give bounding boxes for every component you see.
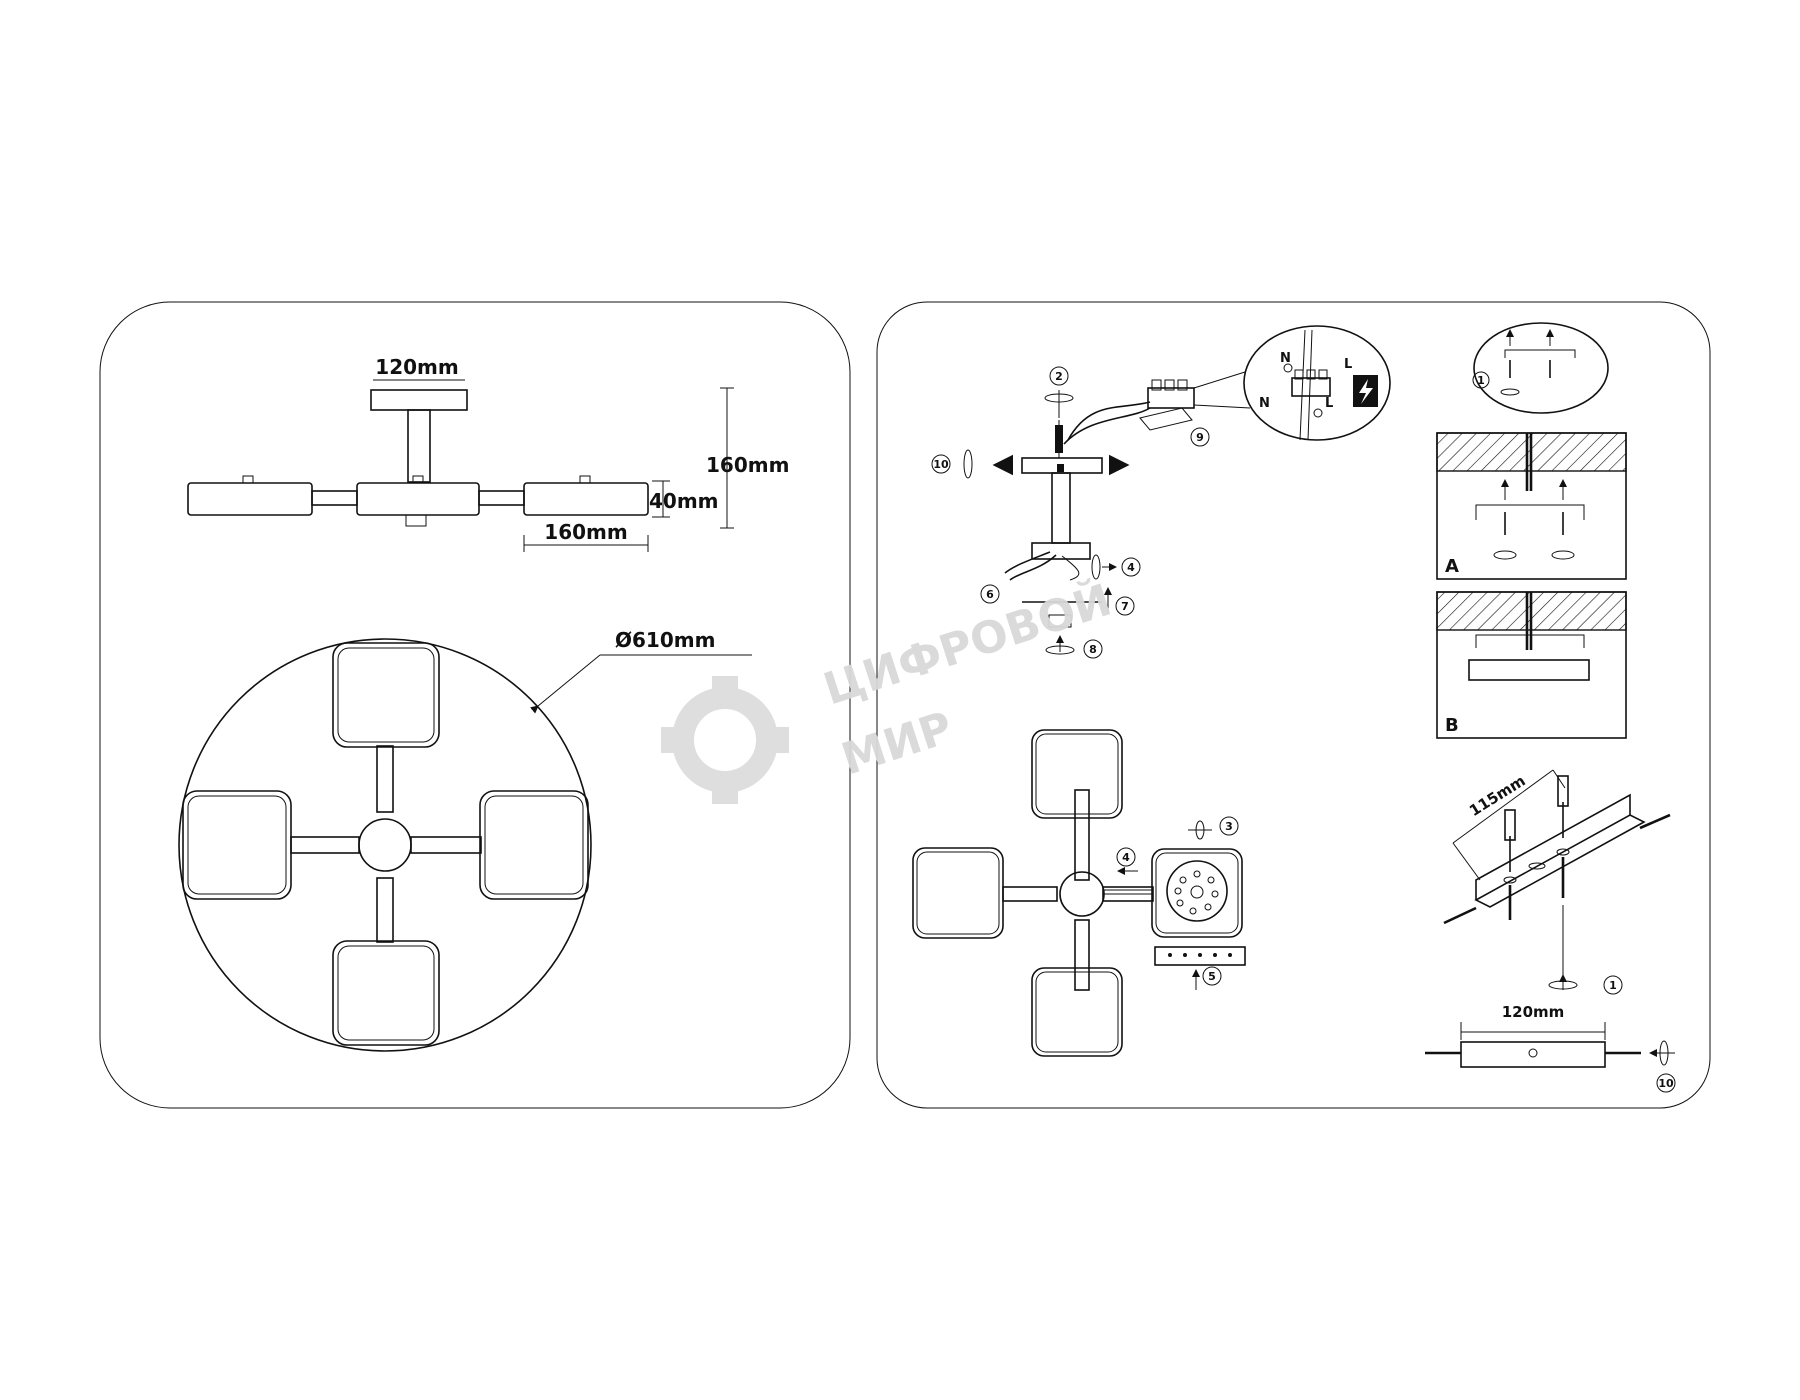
shade-top <box>1031 729 1123 819</box>
installation-panel: 2 9 10 <box>876 301 1711 1109</box>
arm-top <box>376 745 394 813</box>
svg-text:1: 1 <box>1609 979 1617 992</box>
ceiling-variant-b: B <box>1436 591 1627 739</box>
mounting-bracket: 1 115mm <box>1443 769 1671 995</box>
variant-a-label: A <box>1445 556 1459 577</box>
shade-right <box>479 790 589 900</box>
wiring-detail: N L N L <box>1193 325 1391 441</box>
ceiling-variant-a: A <box>1436 432 1627 580</box>
ground-icon <box>1283 363 1293 373</box>
arm-bottom <box>376 877 394 943</box>
side-view: 120mm 160mm 40mm 160mm <box>187 355 789 552</box>
shade-left-side <box>187 482 313 516</box>
svg-text:8: 8 <box>1089 643 1097 656</box>
step-3-badge <box>1219 816 1239 836</box>
watermark-line-2: МИР <box>836 702 959 785</box>
arm-right-side <box>478 490 525 506</box>
gear-icon <box>661 676 789 804</box>
dim-shade-height: 40mm <box>649 489 719 513</box>
spring-icon <box>1055 425 1063 453</box>
neutral-label-bottom: N <box>1259 396 1270 411</box>
led-module <box>1166 860 1228 922</box>
svg-text:2: 2 <box>1055 370 1063 383</box>
dim-plate-width: 120mm <box>1502 1003 1565 1021</box>
step-1-badge <box>1603 975 1623 995</box>
step-10-badge <box>931 454 951 474</box>
canopy-plate-detail: 120mm 10 <box>1425 1003 1676 1093</box>
svg-text:4: 4 <box>1122 851 1130 864</box>
svg-text:5: 5 <box>1208 970 1216 983</box>
watermark: ЦИФРОВОЙ МИР <box>661 573 1117 804</box>
diffuser <box>1154 946 1246 966</box>
shade-left <box>912 847 1004 939</box>
top-view: Ø610mm <box>178 628 752 1052</box>
live-label-top: L <box>1344 357 1352 372</box>
shade-right-side <box>523 482 649 516</box>
arm-right <box>410 836 482 854</box>
step-4-badge <box>1116 847 1136 867</box>
step-4-badge <box>1121 557 1141 577</box>
shade-left <box>182 790 292 900</box>
ground-icon <box>1313 408 1323 418</box>
hub <box>1059 871 1105 917</box>
step-2-badge <box>1049 366 1069 386</box>
svg-text:6: 6 <box>986 588 994 601</box>
svg-text:7: 7 <box>1121 600 1129 613</box>
svg-text:10: 10 <box>933 458 949 471</box>
stem-tube <box>1051 472 1071 544</box>
dim-diameter: Ø610mm <box>615 628 715 652</box>
dim-shade-width: 160mm <box>544 520 627 544</box>
svg-text:10: 10 <box>1658 1077 1674 1090</box>
screw-detail: 1 <box>1472 322 1609 414</box>
arm-left-side <box>311 490 358 506</box>
canopy <box>370 389 468 411</box>
svg-text:9: 9 <box>1196 431 1204 444</box>
step-6-badge <box>980 584 1000 604</box>
svg-text:1: 1 <box>1477 374 1485 387</box>
step-8-badge <box>1083 639 1103 659</box>
step-1-badge <box>1472 371 1490 389</box>
canopy-assembly: 2 9 10 <box>931 366 1210 659</box>
live-label-bottom: L <box>1325 396 1333 411</box>
hub <box>358 818 412 872</box>
arm-left <box>290 836 360 854</box>
step-5-badge <box>1202 966 1222 986</box>
neutral-label-top: N <box>1280 351 1291 366</box>
dim-mount-width: 120mm <box>375 355 458 379</box>
dim-bracket-span: 115mm <box>1466 772 1529 820</box>
step-7-badge <box>1115 596 1135 616</box>
rotate-icon <box>963 449 973 479</box>
shade-right-open <box>1151 848 1243 938</box>
cap-piece <box>1048 614 1072 628</box>
panel-frame-left <box>99 301 851 1109</box>
stem <box>407 409 431 483</box>
shade-bottom <box>1031 967 1123 1057</box>
connector-box <box>1031 542 1091 560</box>
watermark-line-1: ЦИФРОВОЙ <box>817 573 1117 716</box>
panel-frame-right <box>876 301 1711 1109</box>
shade-top <box>332 642 440 748</box>
outline-circle <box>178 638 592 1052</box>
fixture-assembly: 3 4 5 <box>912 729 1246 1057</box>
svg-text:4: 4 <box>1127 561 1135 574</box>
step-10-badge <box>1656 1073 1676 1093</box>
variant-b-label: B <box>1445 715 1459 736</box>
shade-bottom <box>332 940 440 1046</box>
shade-center-side <box>356 482 480 516</box>
dim-total-height: 160mm <box>706 453 789 477</box>
step-9-badge <box>1190 427 1210 447</box>
svg-text:3: 3 <box>1225 820 1233 833</box>
dimensions-panel: 120mm 160mm 40mm 160mm Ø610mm <box>99 301 851 1109</box>
mount-plate <box>1468 659 1590 681</box>
terminal-block <box>1139 379 1195 431</box>
